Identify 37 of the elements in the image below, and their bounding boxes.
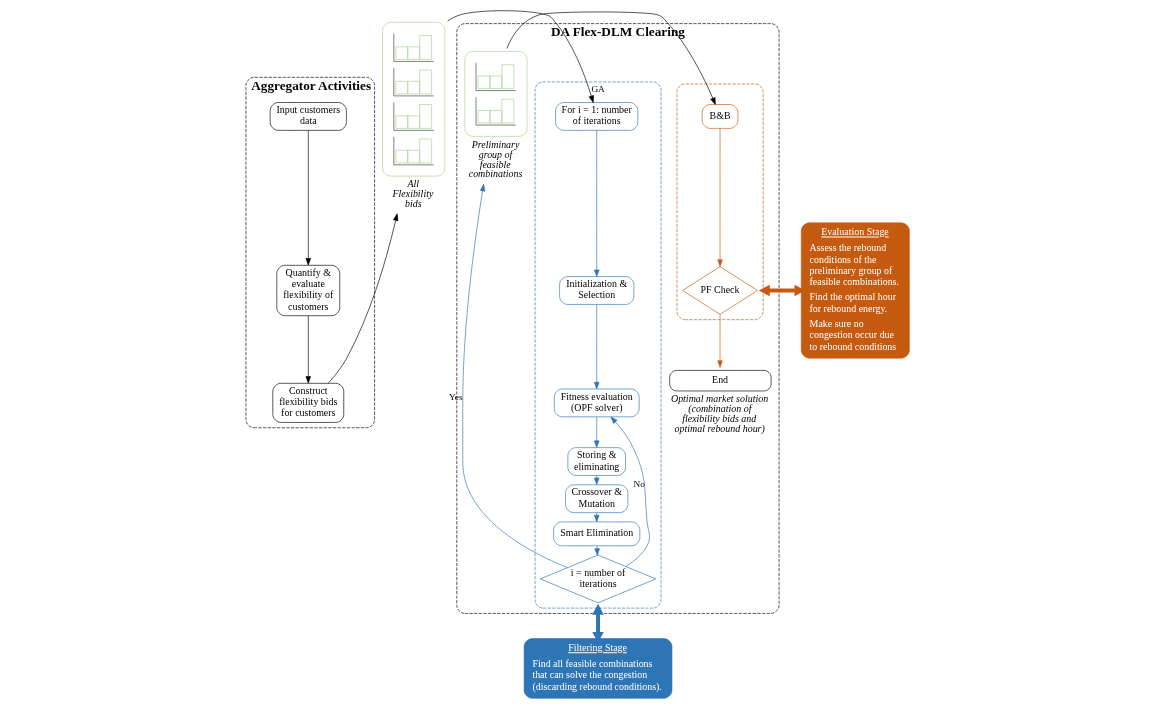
- node-box: Quantify & evaluate flexibility of customers: [276, 265, 341, 317]
- node-picture: [382, 21, 446, 177]
- arrow: [594, 304, 600, 390]
- edge-label: Yes: [449, 391, 463, 402]
- node-box: Input customers data: [269, 102, 347, 131]
- arrow: [717, 128, 723, 267]
- node-box: Evaluation Stage Assess the rebound conditions of the preliminary group of feasible combinations. Find the optimal hour for rebound energy. Make sure no congestion occur due to rebound conditions: [800, 222, 910, 359]
- node-box: For i = 1: number of iterations: [555, 102, 639, 131]
- arrow: [305, 315, 311, 384]
- node-label: All Flexibility bids: [392, 178, 434, 210]
- arrow: [594, 512, 600, 523]
- node-box: Storing & eliminating: [567, 447, 626, 476]
- arrow: [594, 416, 600, 448]
- edge-label: No: [633, 478, 645, 489]
- node-box: End: [669, 370, 772, 392]
- arrow: [447, 10, 594, 103]
- arrow: [594, 545, 600, 556]
- arrow: [594, 475, 600, 485]
- node-diamond: PF Check: [682, 266, 758, 315]
- arrow: [717, 314, 723, 368]
- arrow: [327, 213, 399, 384]
- node-box: B&B: [701, 104, 739, 129]
- arrow: [610, 416, 650, 567]
- node-box: Initialization & Selection: [559, 276, 635, 305]
- node-box: Construct flexibility bids for customers: [272, 383, 345, 423]
- arrow: [462, 183, 568, 568]
- node-picture: [464, 51, 528, 137]
- cluster: [676, 83, 764, 320]
- node-label: Preliminary group of feasible combinations: [468, 138, 523, 180]
- arrow: [506, 11, 716, 105]
- arrow: [305, 130, 311, 266]
- node-box: Crossover & Mutation: [565, 484, 629, 513]
- node-label: Optimal market solution (combination of flexibility bids and optimal rebound hour): [670, 393, 769, 435]
- node-box: Filtering Stage Find all feasible combinations that can solve the congestion (discarding rebound conditions).: [523, 638, 673, 699]
- node-diamond: i = number of iterations: [539, 554, 657, 604]
- arrow: [594, 130, 600, 277]
- node-box: Fitness evaluation (OPF solver): [553, 388, 640, 418]
